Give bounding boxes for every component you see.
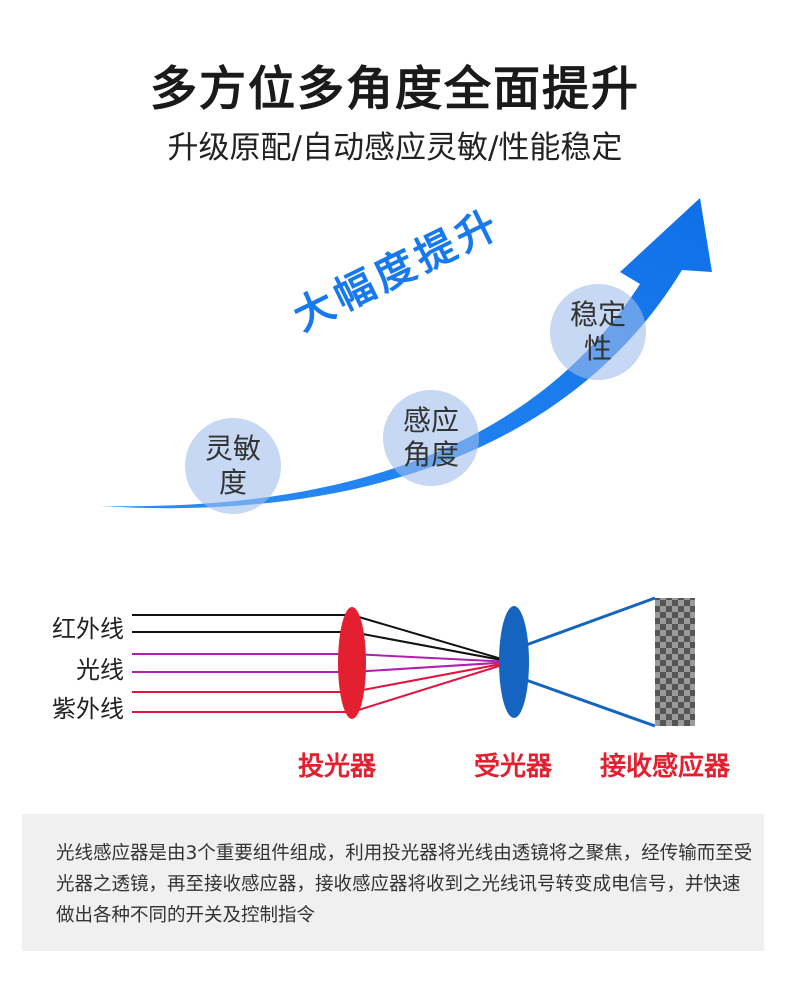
label-infrared: 红外线 [52,615,124,643]
label-ultraviolet: 紫外线 [52,695,124,723]
label-receiver: 受光器 [474,752,553,782]
sensor-beam [525,596,656,728]
sensor-panel [655,598,695,726]
description-text: 光线感应器是由3个重要组件组成，利用投光器将光线由透镜将之聚焦，经传输而至受光器… [56,843,753,926]
label-emitter: 投光器 [298,752,377,782]
label-light: 光线 [76,656,124,684]
description-box: 光线感应器是由3个重要组件组成，利用投光器将光线由透镜将之聚焦，经传输而至受光器… [22,814,764,951]
label-sensor: 接收感应器 [600,752,731,782]
focused-rays [351,614,513,713]
page-title: 多方位多角度全面提升 [150,62,640,117]
emitter-lens [338,607,366,719]
bubble-stability: 稳定性 [550,284,646,380]
page-subtitle: 升级原配/自动感应灵敏/性能稳定 [167,130,623,166]
bubble-angle: 感应角度 [383,390,479,486]
incoming-rays [132,614,352,713]
receiver-lens [499,606,529,718]
bubble-sensitivity: 灵敏度 [185,418,281,514]
